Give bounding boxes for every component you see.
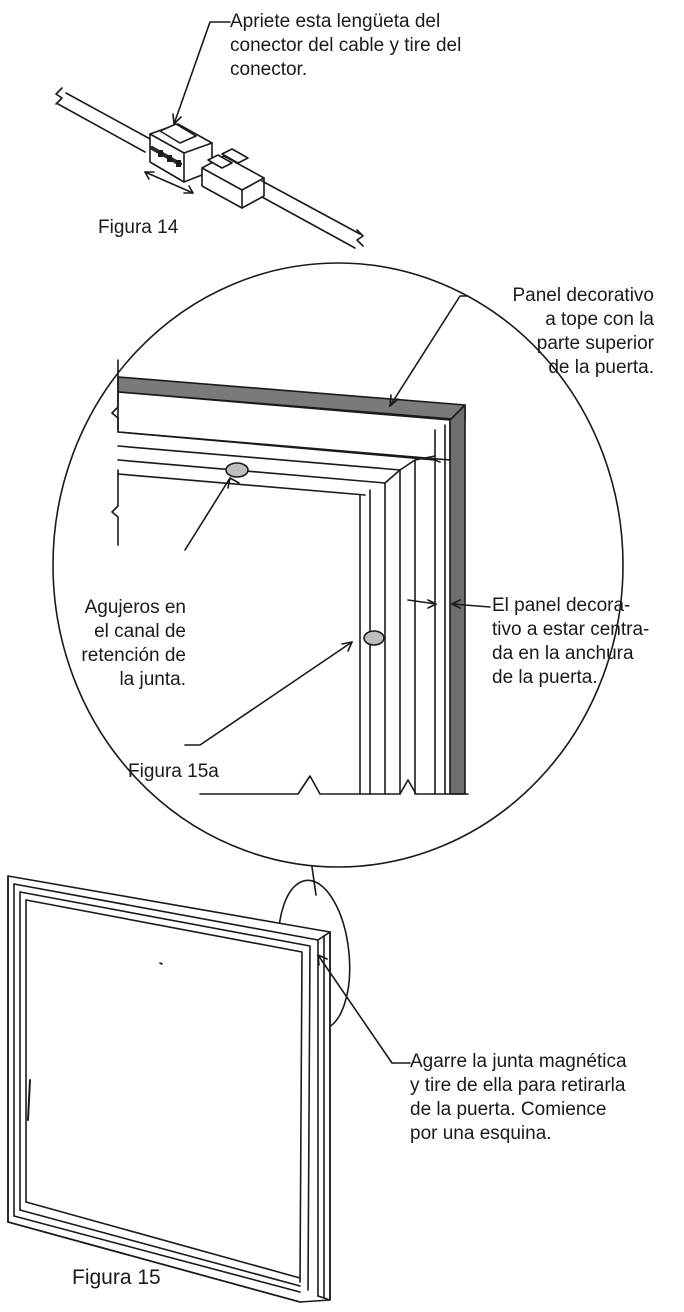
- detail-figure-15a: [52, 262, 624, 868]
- door-figure-15: [7, 866, 411, 1303]
- panel-flush-top-callout: Panel decorativo a tope con la parte sup…: [512, 285, 654, 378]
- cable-connector-figure-14: [55, 21, 364, 249]
- figure-14-caption: Figura 14: [98, 217, 179, 238]
- gasket-holes-callout: Agujeros en el canal de retención de la …: [81, 597, 186, 690]
- panel-centered-callout: El panel decora- tivo a estar centra- da…: [492, 595, 650, 688]
- magnetic-gasket-callout: Agarre la junta magnética y tire de ella…: [410, 1051, 627, 1144]
- figure-15a-caption: Figura 15a: [128, 761, 219, 782]
- connector-tab-callout: Apriete esta lengüeta del conector del c…: [230, 11, 462, 80]
- figure-15-caption: Figura 15: [72, 1266, 161, 1289]
